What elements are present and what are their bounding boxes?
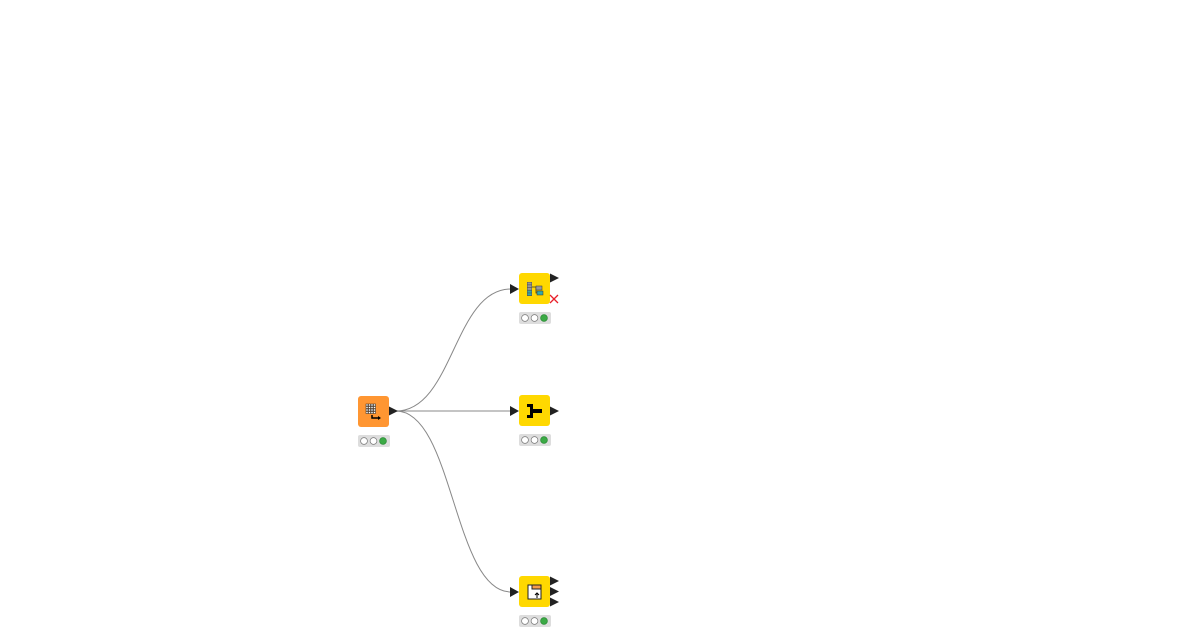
node-body[interactable]	[519, 273, 550, 304]
node-top[interactable]	[510, 273, 559, 324]
output-port[interactable]	[550, 273, 559, 283]
connection-edge[interactable]	[395, 288, 512, 412]
node-status-traffic-light	[519, 615, 551, 627]
node-status-traffic-light	[358, 435, 390, 447]
status-light-idle	[521, 314, 529, 322]
status-light-executed	[540, 617, 548, 625]
status-light-idle	[530, 617, 539, 625]
status-light-executed	[540, 314, 548, 322]
output-port[interactable]	[550, 406, 559, 416]
status-light-idle	[360, 437, 368, 445]
status-light-idle	[530, 314, 539, 322]
input-port[interactable]	[510, 406, 519, 416]
node-bottom[interactable]	[510, 576, 559, 627]
node-source[interactable]	[358, 396, 398, 447]
connection-edge[interactable]	[395, 410, 512, 593]
status-light-executed	[540, 436, 548, 444]
input-port[interactable]	[510, 284, 519, 294]
node-status-traffic-light	[519, 434, 551, 446]
node-status-traffic-light	[519, 312, 551, 324]
output-port[interactable]	[389, 406, 398, 416]
join-icon	[527, 404, 542, 418]
column-filter-icon	[527, 584, 542, 600]
output-port[interactable]	[550, 597, 559, 607]
status-light-idle	[530, 436, 539, 444]
input-port[interactable]	[510, 587, 519, 597]
status-light-executed	[379, 437, 387, 445]
inactive-port-icon[interactable]	[549, 294, 559, 304]
status-light-idle	[521, 617, 529, 625]
output-port[interactable]	[550, 587, 559, 596]
status-light-idle	[521, 436, 529, 444]
table-reader-icon	[365, 403, 381, 420]
node-middle[interactable]	[510, 395, 559, 446]
output-port[interactable]	[550, 576, 559, 586]
table-split-icon	[527, 282, 544, 296]
status-light-idle	[369, 437, 378, 445]
